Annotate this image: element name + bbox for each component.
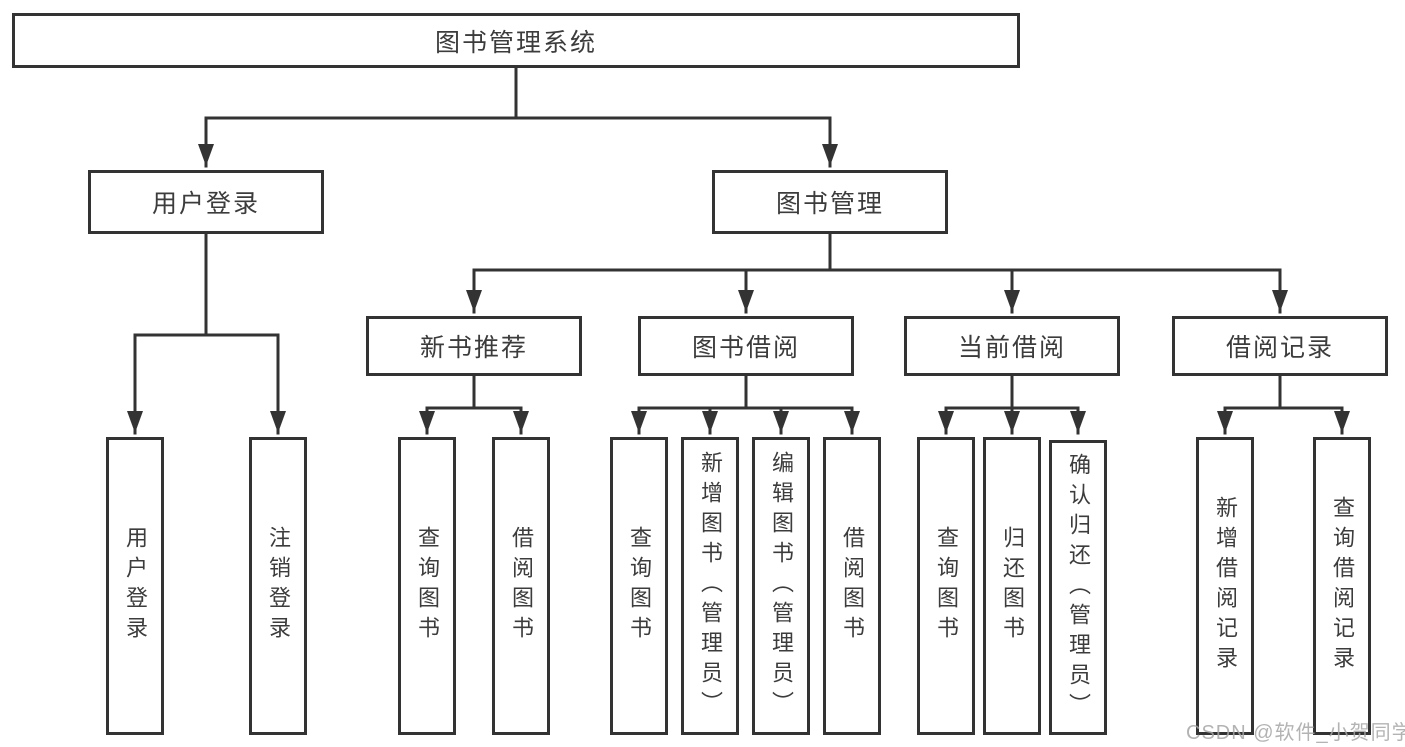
edge-root-to-level1 xyxy=(198,66,838,168)
node-label: 查询图书 xyxy=(934,526,959,646)
node-label: 查询图书 xyxy=(415,526,440,646)
node-label: 用户登录 xyxy=(123,526,148,646)
node-label: 新增借阅记录 xyxy=(1213,496,1238,676)
node-label: 图书借阅 xyxy=(691,334,800,362)
node-user-login: 用户登录 xyxy=(88,170,324,234)
edge-borrow-records-children xyxy=(1217,374,1350,435)
edge-book-borrow-children xyxy=(631,374,860,435)
edge-user-login-children xyxy=(127,232,286,435)
node-label: 图书管理系统 xyxy=(434,28,597,57)
leaf-add-book-admin: 新增图书（管理员） xyxy=(681,437,739,735)
leaf-confirm-return-admin: 确认归还（管理员） xyxy=(1049,440,1107,735)
node-label: 借阅图书 xyxy=(509,526,534,646)
node-borrow-records: 借阅记录 xyxy=(1172,316,1388,376)
leaf-return-book: 归还图书 xyxy=(983,437,1041,735)
node-label: 注销登录 xyxy=(266,526,291,646)
node-label: 借阅记录 xyxy=(1225,334,1334,362)
node-label: 归还图书 xyxy=(1000,526,1025,646)
node-label: 当前借阅 xyxy=(957,334,1066,362)
node-label: 确认归还（管理员） xyxy=(1066,452,1091,723)
edge-new-book-rec-children xyxy=(419,374,529,435)
leaf-query-books-1: 查询图书 xyxy=(398,437,456,735)
node-book-borrow: 图书借阅 xyxy=(638,316,854,376)
leaf-borrow-books-1: 借阅图书 xyxy=(492,437,550,735)
leaf-user-login: 用户登录 xyxy=(106,437,164,735)
leaf-edit-book-admin: 编辑图书（管理员） xyxy=(752,437,810,735)
node-current-borrow: 当前借阅 xyxy=(904,316,1120,376)
leaf-query-borrow-record: 查询借阅记录 xyxy=(1313,437,1371,735)
leaf-add-borrow-record: 新增借阅记录 xyxy=(1196,437,1254,735)
leaf-borrow-books-2: 借阅图书 xyxy=(823,437,881,735)
node-label: 查询图书 xyxy=(627,526,652,646)
edge-book-management-children xyxy=(466,232,1288,314)
leaf-query-books-2: 查询图书 xyxy=(610,437,668,735)
node-root-library-system: 图书管理系统 xyxy=(12,13,1020,68)
node-label: 用户登录 xyxy=(151,190,260,218)
leaf-query-books-3: 查询图书 xyxy=(917,437,975,735)
node-book-management: 图书管理 xyxy=(712,170,948,234)
node-label: 查询借阅记录 xyxy=(1330,496,1355,676)
node-label: 图书管理 xyxy=(775,190,884,218)
node-label: 编辑图书（管理员） xyxy=(769,451,794,721)
node-new-book-recommend: 新书推荐 xyxy=(366,316,582,376)
node-label: 新增图书（管理员） xyxy=(698,451,723,721)
node-label: 借阅图书 xyxy=(840,526,865,646)
edge-current-borrow-children xyxy=(938,374,1086,435)
leaf-logout: 注销登录 xyxy=(249,437,307,735)
node-label: 新书推荐 xyxy=(419,334,528,362)
csdn-watermark: CSDN @软件_小贺同学 xyxy=(1186,722,1405,744)
